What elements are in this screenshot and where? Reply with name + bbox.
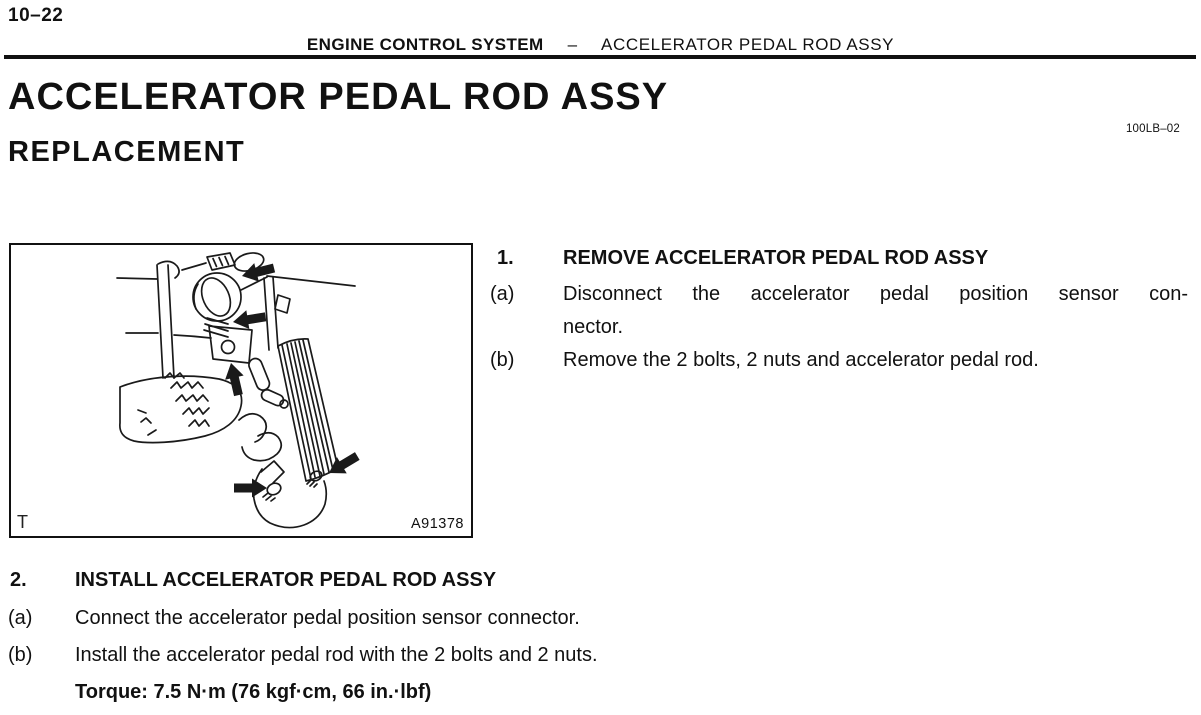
- sensor-arc: [193, 283, 199, 310]
- step-remove: 1. REMOVE ACCELERATOR PEDAL ROD ASSY (a)…: [490, 246, 1188, 377]
- arm-line: [240, 276, 268, 291]
- figure-corner-label: T: [17, 512, 28, 532]
- item-text: Disconnect the accelerator pedal positio…: [563, 278, 1188, 344]
- step-item: (b) Install the accelerator pedal rod wi…: [0, 637, 780, 711]
- floor-shape: [241, 431, 283, 462]
- pointer-arrow-icon: [233, 310, 267, 330]
- rod-link: [260, 388, 285, 407]
- pointer-arrow-icon: [225, 363, 244, 397]
- mount-bracket: [208, 325, 253, 364]
- step-heading: 1. REMOVE ACCELERATOR PEDAL ROD ASSY: [490, 246, 1188, 270]
- step-items: (a) Connect the accelerator pedal positi…: [0, 600, 780, 711]
- torque-spec: Torque: 7.5 N·m (76 kgf·cm, 66 in.·lbf): [75, 681, 432, 703]
- running-header: ENGINE CONTROL SYSTEM – ACCELERATOR PEDA…: [0, 35, 1201, 55]
- step-install: 2. INSTALL ACCELERATOR PEDAL ROD ASSY (a…: [0, 568, 780, 711]
- mount-tab: [274, 294, 291, 314]
- tire-marks: [137, 409, 157, 436]
- pillar-line: [156, 264, 164, 379]
- bolt: [309, 470, 323, 482]
- page-title: ACCELERATOR PEDAL ROD ASSY: [8, 76, 669, 118]
- step-heading-text: REMOVE ACCELERATOR PEDAL ROD ASSY: [563, 247, 989, 269]
- page-subtitle: REPLACEMENT: [8, 136, 246, 168]
- step-items: (a) Disconnect the accelerator pedal pos…: [490, 278, 1188, 377]
- pillar-hook: [157, 260, 180, 279]
- figure-id: A91378: [411, 516, 464, 532]
- bolt: [266, 482, 282, 496]
- header-rule: [4, 55, 1196, 59]
- tire-tread: [164, 372, 185, 379]
- sensor-inner: [200, 277, 232, 317]
- bolt-threads: [262, 492, 276, 502]
- running-header-page-title: ACCELERATOR PEDAL ROD ASSY: [601, 35, 895, 54]
- dash-line: [173, 334, 212, 339]
- tire-tread: [170, 381, 204, 389]
- pointer-arrow-icon: [242, 263, 276, 282]
- running-header-separator: –: [567, 35, 578, 54]
- connector-hatch: [212, 255, 230, 268]
- step-number: 2.: [10, 569, 27, 591]
- document-code: 100LB–02: [1125, 123, 1180, 135]
- step-item: (a) Disconnect the accelerator pedal pos…: [490, 278, 1188, 344]
- item-label: (b): [490, 349, 515, 371]
- tire-tread: [182, 407, 210, 415]
- running-header-section: ENGINE CONTROL SYSTEM: [306, 35, 544, 54]
- item-line: Connect the accelerator pedal position s…: [75, 607, 580, 629]
- page-number: 10–22: [8, 5, 64, 26]
- dash-line: [266, 275, 356, 287]
- step-number: 1.: [497, 247, 514, 269]
- item-text: Connect the accelerator pedal position s…: [75, 600, 780, 637]
- step-heading-text: INSTALL ACCELERATOR PEDAL ROD ASSY: [75, 569, 497, 591]
- tire-tread: [175, 394, 209, 402]
- tire: [119, 375, 243, 444]
- item-label: (b): [8, 644, 33, 666]
- pointer-arrow-icon: [329, 452, 360, 474]
- dash-line: [181, 262, 207, 271]
- floor-shape: [238, 412, 268, 443]
- arm-strip: [263, 276, 279, 351]
- bolt-hole: [220, 339, 236, 355]
- item-line: Install the accelerator pedal rod with t…: [75, 644, 598, 666]
- item-label: (a): [8, 607, 33, 629]
- pedal-ribs: [281, 339, 334, 480]
- item-line: Disconnect the accelerator pedal positio…: [563, 283, 1188, 305]
- item-line: nector.: [563, 316, 624, 338]
- pedal-assembly-illustration: [116, 252, 360, 529]
- rod-link: [248, 357, 271, 391]
- pointer-arrow-icon: [234, 478, 267, 498]
- link-pivot: [279, 399, 289, 409]
- item-label: (a): [490, 283, 515, 305]
- step-heading: 2. INSTALL ACCELERATOR PEDAL ROD ASSY: [0, 568, 780, 592]
- base-tab: [260, 460, 285, 484]
- step-item: (a) Connect the accelerator pedal positi…: [0, 600, 780, 637]
- pillar-line: [167, 264, 175, 379]
- figure-box: T A91378: [9, 243, 473, 538]
- bolt-threads: [306, 479, 318, 488]
- item-line: Remove the 2 bolts, 2 nuts and accelerat…: [563, 349, 1039, 371]
- dash-line: [116, 277, 158, 280]
- tire-tread: [188, 419, 210, 427]
- step-item: (b) Remove the 2 bolts, 2 nuts and accel…: [490, 344, 1188, 377]
- item-text: Remove the 2 bolts, 2 nuts and accelerat…: [563, 344, 1188, 377]
- item-text: Install the accelerator pedal rod with t…: [75, 637, 780, 711]
